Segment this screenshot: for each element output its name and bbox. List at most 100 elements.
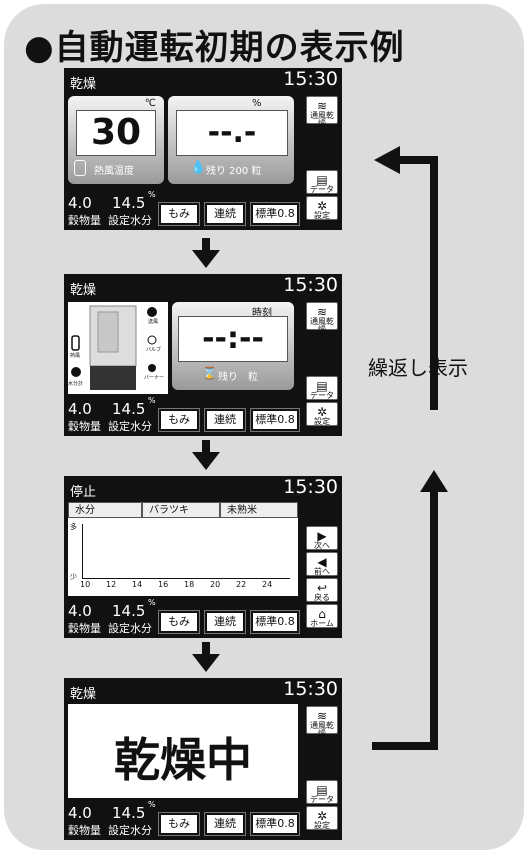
back-arrow-icon: ◀ — [317, 555, 327, 569]
vent-label: 通風乾燥 — [310, 721, 334, 738]
vent-label: 通風乾燥 — [310, 317, 334, 334]
grain-label: 穀物量 — [68, 420, 101, 433]
drop-icon: 💧 — [190, 160, 207, 175]
main-display: 乾燥中 — [68, 704, 298, 798]
mode-button[interactable]: 連続 — [204, 610, 246, 634]
return-label: 戻る — [314, 593, 330, 602]
clock: 15:30 — [283, 68, 338, 90]
clock: 15:30 — [283, 274, 338, 296]
y-top-label: 多 — [70, 523, 77, 531]
grain-value: 4.0 — [68, 602, 92, 620]
x-tick-label: 22 — [236, 580, 247, 589]
rate-button[interactable]: 標準0.8 — [250, 812, 300, 836]
pct-unit: % — [148, 396, 156, 405]
tab-immature[interactable]: 未熟米 — [220, 502, 298, 518]
grain-type-button[interactable]: もみ — [158, 812, 200, 836]
vent-dry-button[interactable]: ≋通風乾燥 — [306, 302, 338, 334]
moisture-value: --.- — [176, 110, 288, 156]
grain-value: 4.0 — [68, 400, 92, 418]
moisture-unit: % — [252, 98, 262, 109]
target-moisture-value: 14.5 — [112, 602, 146, 620]
machine-diagram: 熱風 水分計 送風 バルブ バーナー — [68, 302, 168, 394]
grain-value: 4.0 — [68, 194, 92, 212]
tab-variation[interactable]: バラツキ — [142, 502, 220, 518]
remain-label: 残り 粒 — [218, 372, 258, 383]
x-tick-label: 20 — [210, 580, 221, 589]
arrow-down-icon — [192, 642, 220, 672]
target-moisture-label: 設定水分 — [108, 824, 152, 837]
data-button[interactable]: ▤データ — [306, 170, 338, 194]
rate-button[interactable]: 標準0.8 — [250, 408, 300, 432]
y-axis — [82, 524, 83, 578]
status-label: 乾燥 — [70, 77, 97, 92]
dryer-machine-icon — [71, 305, 157, 390]
mode-button[interactable]: 連続 — [204, 812, 246, 836]
wind-icon: ≋ — [316, 305, 328, 319]
x-tick-label: 14 — [132, 580, 143, 589]
settings-label: 設定 — [314, 821, 330, 830]
document-icon: ▤ — [316, 379, 328, 393]
moisture-meter-label: 水分計 — [68, 381, 84, 387]
mode-button[interactable]: 連続 — [204, 202, 246, 226]
data-label: データ — [310, 391, 334, 400]
grain-type-button[interactable]: もみ — [158, 610, 200, 634]
x-tick-label: 24 — [262, 580, 273, 589]
clock-label: 時刻 — [252, 308, 272, 319]
y-bottom-label: 少 — [70, 573, 77, 581]
repeat-flow-arrow — [372, 146, 448, 750]
vent-dry-button[interactable]: ≋通風乾燥 — [306, 96, 338, 128]
return-button[interactable]: ↩戻る — [306, 578, 338, 602]
prev-button[interactable]: ◀前へ — [306, 552, 338, 576]
page-title: ●自動運転初期の表示例 — [24, 28, 405, 68]
grain-label: 穀物量 — [68, 824, 101, 837]
target-moisture-label: 設定水分 — [108, 622, 152, 635]
rate-button[interactable]: 標準0.8 — [250, 202, 300, 226]
tab-moisture[interactable]: 水分 — [68, 502, 142, 518]
bottom-bar: 4.0 穀物量 14.5 % 設定水分 もみ 連続 標準0.8 — [68, 598, 338, 635]
pct-unit: % — [148, 598, 156, 607]
clock-panel: 時刻 --:-- ⌛ 残り 粒 — [172, 302, 294, 390]
pct-unit: % — [148, 190, 156, 199]
status-label: 乾燥 — [70, 283, 97, 298]
repeat-display-label: 繰返し表示 — [368, 356, 468, 380]
bottom-bar: 4.0 穀物量 14.5 % 設定水分 もみ 連続 標準0.8 — [68, 800, 338, 837]
document-icon: ▤ — [316, 173, 328, 187]
grain-type-button[interactable]: もみ — [158, 202, 200, 226]
data-button[interactable]: ▤データ — [306, 780, 338, 804]
home-button[interactable]: ⌂ホーム — [306, 604, 338, 628]
grain-label: 穀物量 — [68, 214, 101, 227]
x-tick-label: 16 — [158, 580, 169, 589]
drying-status-text: 乾燥中 — [114, 733, 252, 787]
home-label: ホーム — [310, 619, 334, 628]
temp-label: 熱風温度 — [94, 166, 134, 177]
mode-button[interactable]: 連続 — [204, 408, 246, 432]
thermometer-icon — [74, 160, 86, 176]
settings-button[interactable]: ✲設定 — [306, 402, 338, 426]
bottom-bar: 4.0 穀物量 14.5 % 設定水分 もみ 連続 標準0.8 — [68, 190, 338, 227]
wind-icon: ≋ — [316, 99, 328, 113]
pct-unit: % — [148, 800, 156, 809]
x-tick-label: 12 — [106, 580, 117, 589]
temp-value: 30 — [76, 110, 156, 156]
prev-label: 前へ — [314, 567, 330, 576]
vent-dry-button[interactable]: ≋通風乾燥 — [306, 706, 338, 738]
arrow-down-icon — [192, 238, 220, 268]
wind-icon: ≋ — [316, 709, 328, 723]
temp-unit: ℃ — [144, 98, 156, 109]
data-label: データ — [310, 795, 334, 804]
next-button[interactable]: ▶次へ — [306, 526, 338, 550]
settings-button[interactable]: ✲設定 — [306, 806, 338, 830]
target-moisture-label: 設定水分 — [108, 214, 152, 227]
return-icon: ↩ — [316, 581, 328, 595]
grain-value: 4.0 — [68, 804, 92, 822]
rate-button[interactable]: 標準0.8 — [250, 610, 300, 634]
data-label: データ — [310, 185, 334, 194]
data-button[interactable]: ▤データ — [306, 376, 338, 400]
settings-button[interactable]: ✲設定 — [306, 196, 338, 220]
home-icon: ⌂ — [318, 607, 326, 621]
gear-icon: ✲ — [316, 809, 328, 823]
fan-label: 送風 — [148, 319, 159, 325]
grain-type-button[interactable]: もみ — [158, 408, 200, 432]
